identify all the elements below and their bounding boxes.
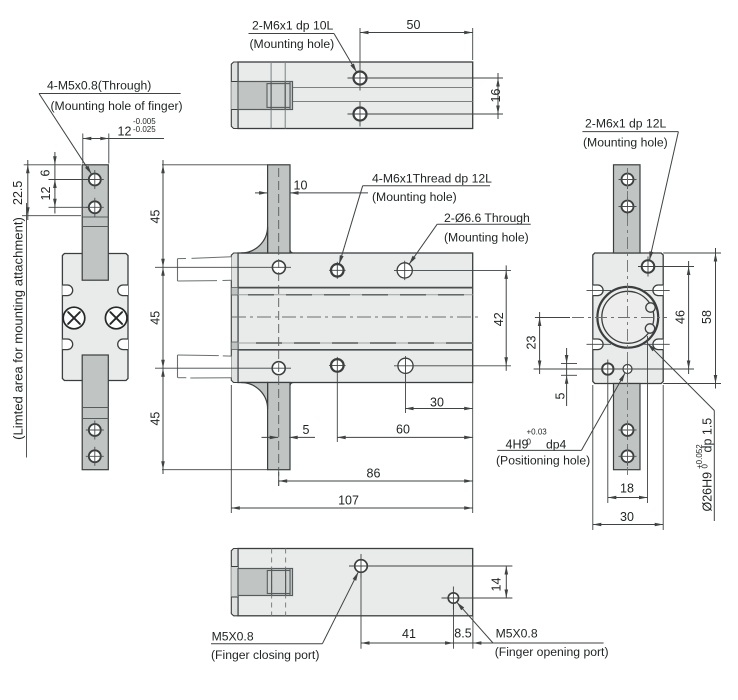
svg-text:46: 46 bbox=[674, 310, 688, 324]
svg-text:30: 30 bbox=[620, 510, 634, 524]
svg-text:86: 86 bbox=[367, 467, 381, 481]
svg-text:(Limted area for mounting atta: (Limted area for mounting attachment) bbox=[11, 217, 26, 440]
svg-text:4-M5x0.8(Through): 4-M5x0.8(Through) bbox=[47, 79, 151, 93]
svg-text:18: 18 bbox=[620, 482, 634, 496]
svg-text:2-M6x1 dp 10L: 2-M6x1 dp 10L bbox=[252, 19, 334, 33]
svg-text:58: 58 bbox=[700, 310, 714, 324]
svg-text:22.5: 22.5 bbox=[11, 181, 25, 205]
svg-text:dp 1.5: dp 1.5 bbox=[701, 418, 715, 453]
svg-text:41: 41 bbox=[402, 627, 416, 641]
svg-text:(Mounting hole): (Mounting hole) bbox=[444, 231, 529, 245]
svg-text:(Finger opening port): (Finger opening port) bbox=[495, 645, 609, 659]
svg-text:0: 0 bbox=[527, 438, 532, 447]
svg-text:6: 6 bbox=[39, 169, 53, 176]
svg-text:2-M6x1 dp 12L: 2-M6x1 dp 12L bbox=[585, 117, 667, 131]
svg-text:5: 5 bbox=[303, 423, 310, 437]
svg-text:dp4: dp4 bbox=[546, 438, 567, 452]
svg-text:+0.052: +0.052 bbox=[695, 444, 704, 469]
svg-text:(Finger closing port): (Finger closing port) bbox=[211, 648, 319, 662]
svg-text:8.5: 8.5 bbox=[454, 627, 471, 641]
svg-text:4H9: 4H9 bbox=[506, 438, 529, 452]
svg-text:45: 45 bbox=[149, 210, 163, 224]
svg-text:-0.025: -0.025 bbox=[133, 125, 156, 134]
svg-text:45: 45 bbox=[149, 311, 163, 325]
svg-text:+0.03: +0.03 bbox=[527, 428, 548, 437]
svg-text:107: 107 bbox=[338, 494, 359, 508]
svg-text:5: 5 bbox=[554, 392, 568, 399]
svg-text:-0.005: -0.005 bbox=[133, 117, 156, 126]
svg-text:Ø26H9: Ø26H9 bbox=[701, 472, 715, 512]
svg-text:60: 60 bbox=[396, 423, 410, 437]
svg-text:(Mounting hole): (Mounting hole) bbox=[372, 190, 457, 204]
svg-text:23: 23 bbox=[525, 336, 539, 350]
svg-text:(Mounting hole): (Mounting hole) bbox=[250, 37, 335, 51]
svg-text:30: 30 bbox=[430, 396, 444, 410]
svg-text:(Mounting hole): (Mounting hole) bbox=[583, 136, 668, 150]
svg-text:42: 42 bbox=[492, 312, 506, 326]
svg-text:12: 12 bbox=[39, 187, 53, 201]
svg-text:16: 16 bbox=[489, 89, 503, 103]
svg-text:(Mounting hole of finger): (Mounting hole of finger) bbox=[51, 99, 183, 113]
svg-text:0: 0 bbox=[701, 464, 710, 469]
svg-text:14: 14 bbox=[490, 578, 504, 592]
svg-text:(Positioning hole): (Positioning hole) bbox=[496, 454, 590, 468]
svg-text:4-M6x1Thread dp 12L: 4-M6x1Thread dp 12L bbox=[372, 172, 492, 186]
svg-text:50: 50 bbox=[407, 18, 421, 32]
svg-text:2-Ø6.6 Through: 2-Ø6.6 Through bbox=[444, 211, 530, 225]
svg-text:M5X0.8: M5X0.8 bbox=[496, 627, 538, 641]
svg-text:12: 12 bbox=[118, 125, 132, 139]
svg-text:10: 10 bbox=[294, 179, 308, 193]
svg-text:M5X0.8: M5X0.8 bbox=[212, 630, 254, 644]
svg-text:45: 45 bbox=[149, 412, 163, 426]
